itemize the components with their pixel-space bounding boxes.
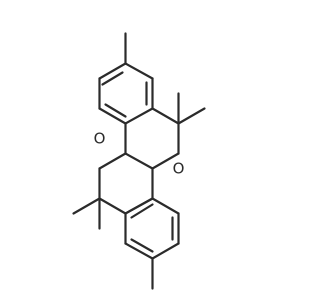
bond — [101, 71, 124, 86]
bond — [98, 107, 127, 125]
oxygen-atom-upper: O — [94, 130, 106, 148]
bond — [124, 242, 154, 260]
bond — [98, 62, 127, 80]
bond — [151, 242, 180, 260]
bond — [130, 203, 154, 219]
oxygen-atom-lower: O — [173, 160, 185, 178]
molecule-structure-diagram: O O — [72, 32, 206, 290]
bond — [104, 103, 127, 118]
bond — [124, 152, 154, 170]
bond — [72, 197, 101, 215]
bond — [124, 197, 154, 215]
bond — [124, 107, 154, 125]
bond — [177, 107, 206, 125]
bond — [130, 238, 154, 253]
bond — [151, 152, 180, 170]
oxygen-atom-background — [168, 158, 189, 178]
bond — [98, 197, 127, 215]
bond — [151, 197, 180, 215]
atom-layer: O O — [89, 128, 189, 178]
bond — [151, 107, 180, 125]
bond-layer — [72, 32, 206, 290]
bond — [98, 152, 127, 170]
bond — [124, 62, 154, 80]
oxygen-atom-background — [89, 128, 110, 148]
